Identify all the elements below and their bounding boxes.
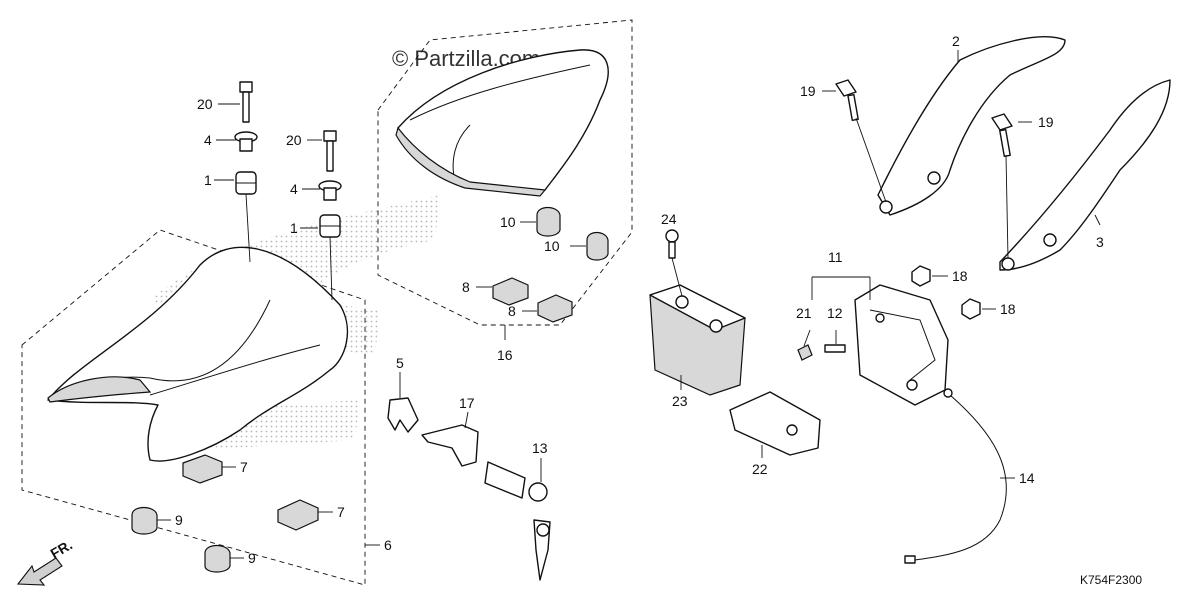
callout-19: 19 — [800, 83, 816, 99]
seat-latch-11 — [854, 284, 949, 406]
callout-18: 18 — [1000, 301, 1016, 317]
cushion-8-a — [492, 277, 529, 306]
cushion-7-a — [182, 454, 223, 484]
grab-rail-2 — [877, 36, 1066, 216]
callout-20: 20 — [197, 96, 213, 112]
callout-2: 2 — [952, 33, 960, 49]
callout-7: 7 — [240, 459, 248, 475]
collar-4-a — [234, 131, 258, 152]
callout-9: 9 — [175, 512, 183, 528]
rear-seat — [395, 49, 609, 197]
callout-6: 6 — [384, 537, 392, 553]
cushion-8-b — [537, 294, 573, 323]
callout-23: 23 — [672, 393, 688, 409]
bolt-20-b — [323, 130, 337, 172]
callout-16: 16 — [497, 347, 513, 363]
callout-13: 13 — [532, 440, 548, 456]
cushion-9-a — [131, 506, 158, 535]
grommet-1-a — [235, 171, 257, 195]
callout-19: 19 — [1038, 114, 1054, 130]
leader-lines — [157, 50, 1101, 559]
grommet-1-b — [319, 214, 341, 238]
callout-4: 4 — [204, 132, 212, 148]
cable-14 — [914, 394, 1007, 561]
callout-24: 24 — [661, 211, 677, 227]
bracket-17 — [421, 424, 479, 467]
callout-1: 1 — [204, 172, 212, 188]
callout-4: 4 — [290, 181, 298, 197]
grab-rail-3 — [999, 79, 1171, 271]
callout-9: 9 — [248, 550, 256, 566]
callout-20: 20 — [286, 132, 302, 148]
callout-11: 11 — [828, 249, 843, 265]
stay-22 — [729, 391, 821, 456]
nut-18-a — [911, 265, 931, 287]
collar-4-b — [318, 180, 342, 201]
callout-8: 8 — [462, 279, 470, 295]
callout-21: 21 — [796, 305, 812, 321]
diagram-code: K754F2300 — [1080, 573, 1142, 587]
bolt-24 — [665, 229, 679, 259]
callout-3: 3 — [1096, 234, 1104, 250]
callout-14: 14 — [1019, 470, 1035, 486]
callout-5: 5 — [396, 355, 404, 371]
cushion-7-b — [277, 499, 319, 531]
cushion-21 — [797, 344, 813, 361]
callout-10: 10 — [544, 238, 560, 254]
callout-18: 18 — [952, 268, 968, 284]
nut-18-b — [961, 298, 981, 320]
seat-lock-13 — [484, 461, 551, 581]
clip-5 — [387, 397, 419, 433]
bolt-19-b — [991, 113, 1013, 158]
callout-22: 22 — [752, 461, 768, 477]
spring-12 — [824, 344, 846, 353]
assembly-box-16 — [377, 19, 633, 326]
front-direction-label: FR. — [48, 536, 76, 561]
front-direction-arrow — [16, 557, 63, 586]
bolt-20-a — [239, 81, 253, 123]
bolt-19-a — [835, 79, 859, 122]
callout-17: 17 — [459, 395, 475, 411]
callout-1: 1 — [290, 220, 298, 236]
callout-12: 12 — [827, 305, 843, 321]
callout-8: 8 — [508, 303, 516, 319]
callout-7: 7 — [337, 504, 345, 520]
callout-10: 10 — [500, 214, 516, 230]
bracket-23 — [649, 284, 746, 396]
cushion-10-a — [536, 206, 561, 237]
main-seat — [47, 246, 349, 462]
cushion-9-b — [204, 544, 231, 573]
cushion-10-b — [586, 231, 609, 261]
